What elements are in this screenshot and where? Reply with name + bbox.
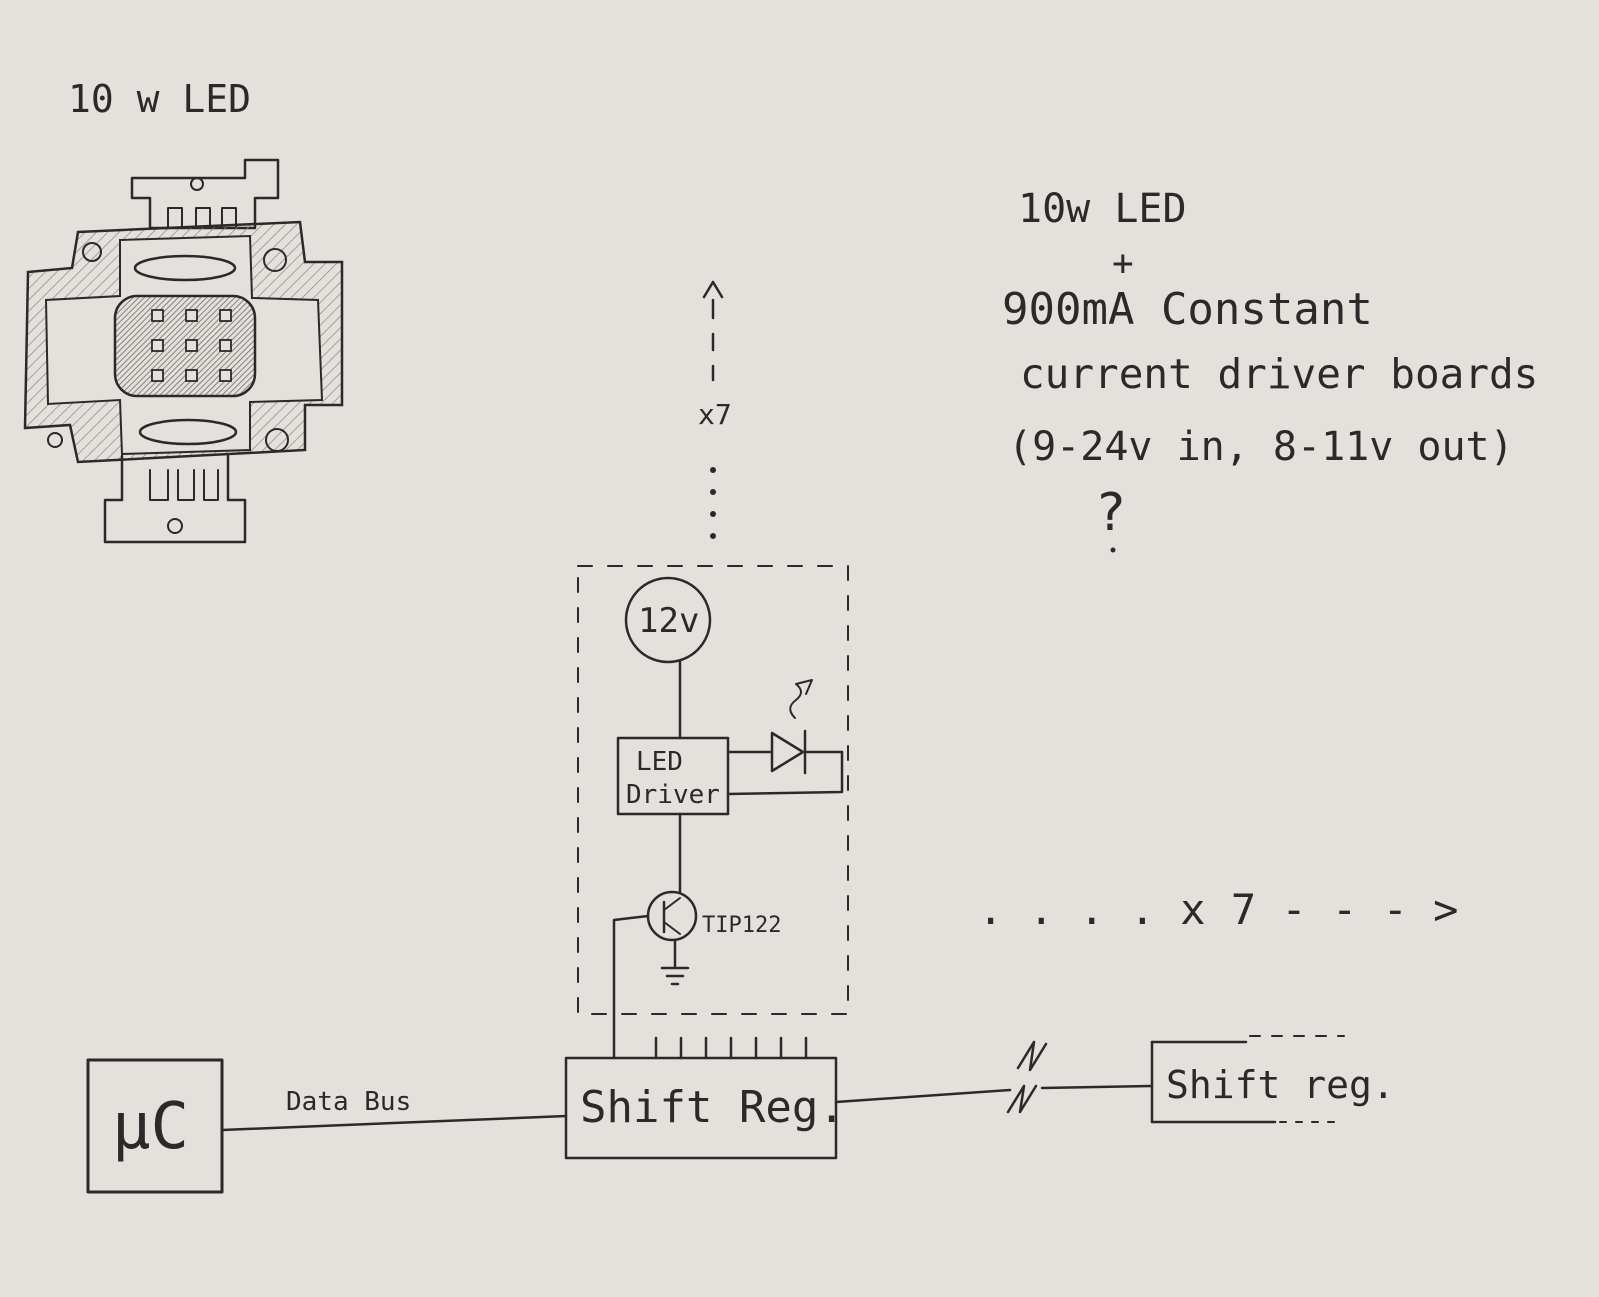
led-driver-label-1: LED [636, 747, 683, 777]
led-chip-grid [151, 309, 232, 382]
led-chip [185, 309, 198, 322]
mount-hole-tl [82, 242, 102, 262]
note-line-1: 10w LED [1018, 186, 1187, 232]
led-chip [185, 339, 198, 352]
bottom-chain: μC Data Bus Shift Reg. Shift reg. . . . … [86, 885, 1458, 1194]
led-chip [151, 369, 164, 382]
led-emission-arrow [789, 679, 813, 719]
shift-register-label: Shift Reg. [580, 1082, 845, 1133]
driver-module: 12v LED Driver TIP122 [612, 576, 844, 1060]
shift-register-2-label: Shift reg. [1166, 1063, 1395, 1107]
shift-register-box [564, 1056, 838, 1160]
led-die [113, 294, 257, 398]
up-dot-3 [710, 511, 716, 517]
data-bus-line [220, 1114, 568, 1132]
driver-module-boundary [577, 565, 849, 1015]
led-diode-triangle [770, 731, 805, 773]
top-tab [130, 158, 280, 230]
notes: 10w LED + 900mA Constant current driver … [1002, 186, 1538, 553]
shift-chain-line-1 [834, 1088, 1012, 1104]
led-chip [219, 339, 232, 352]
led-chip [219, 309, 232, 322]
up-dot-2 [710, 489, 716, 495]
bottom-tab [103, 454, 247, 544]
led-sketch-title: 10 w LED [68, 77, 251, 121]
mount-hole-br [265, 428, 289, 452]
mount-hole-tr [263, 248, 287, 272]
shift-register-outputs [654, 1036, 808, 1060]
break-symbol [1006, 1040, 1048, 1114]
up-dot-1 [710, 467, 716, 473]
microcontroller-label: μC [112, 1090, 189, 1164]
note-line-2: 900mA Constant [1002, 284, 1373, 335]
top-tab-hole [190, 177, 204, 191]
led-driver-box [616, 736, 730, 816]
led-driver-label-2: Driver [626, 780, 720, 810]
supply-12v-label: 12v [638, 601, 699, 641]
led-package-sketch: 10 w LED [23, 77, 344, 544]
up-dot-4 [710, 533, 716, 539]
up-arrow-head [702, 280, 724, 299]
led-chip [185, 369, 198, 382]
shift-chain-line-2 [1040, 1084, 1154, 1090]
wire-shiftreg-base [612, 914, 650, 1060]
transistor-legs [663, 897, 681, 935]
note-question-dot [1110, 547, 1116, 553]
note-line-3: current driver boards [1020, 350, 1538, 398]
note-question: ? [1095, 483, 1126, 543]
bottom-pins [149, 469, 219, 501]
note-line-4: (9-24v in, 8-11v out) [1008, 424, 1514, 470]
supply-12v-circle [624, 576, 712, 664]
shift-register-2-box [1150, 1040, 1277, 1124]
data-bus-label: Data Bus [286, 1087, 411, 1117]
top-pad [133, 254, 237, 282]
top-pins [167, 207, 237, 229]
note-plus: + [1112, 243, 1134, 284]
transistor-label: TIP122 [702, 913, 781, 938]
tip122-transistor [646, 890, 698, 942]
ground-symbol [660, 966, 690, 986]
bottom-pad [138, 418, 238, 446]
led-chip [151, 309, 164, 322]
bottom-tab-hole [167, 518, 183, 534]
horizontal-repeat-label: . . . . x 7 - - - > [978, 885, 1458, 934]
led-chip [151, 339, 164, 352]
led-chip [219, 369, 232, 382]
vertical-repeat: x7 [698, 280, 732, 539]
microcontroller-box [86, 1058, 224, 1194]
vertical-repeat-label: x7 [698, 398, 732, 431]
wire-return-driver [726, 750, 844, 796]
mount-hole-bl [47, 432, 63, 448]
